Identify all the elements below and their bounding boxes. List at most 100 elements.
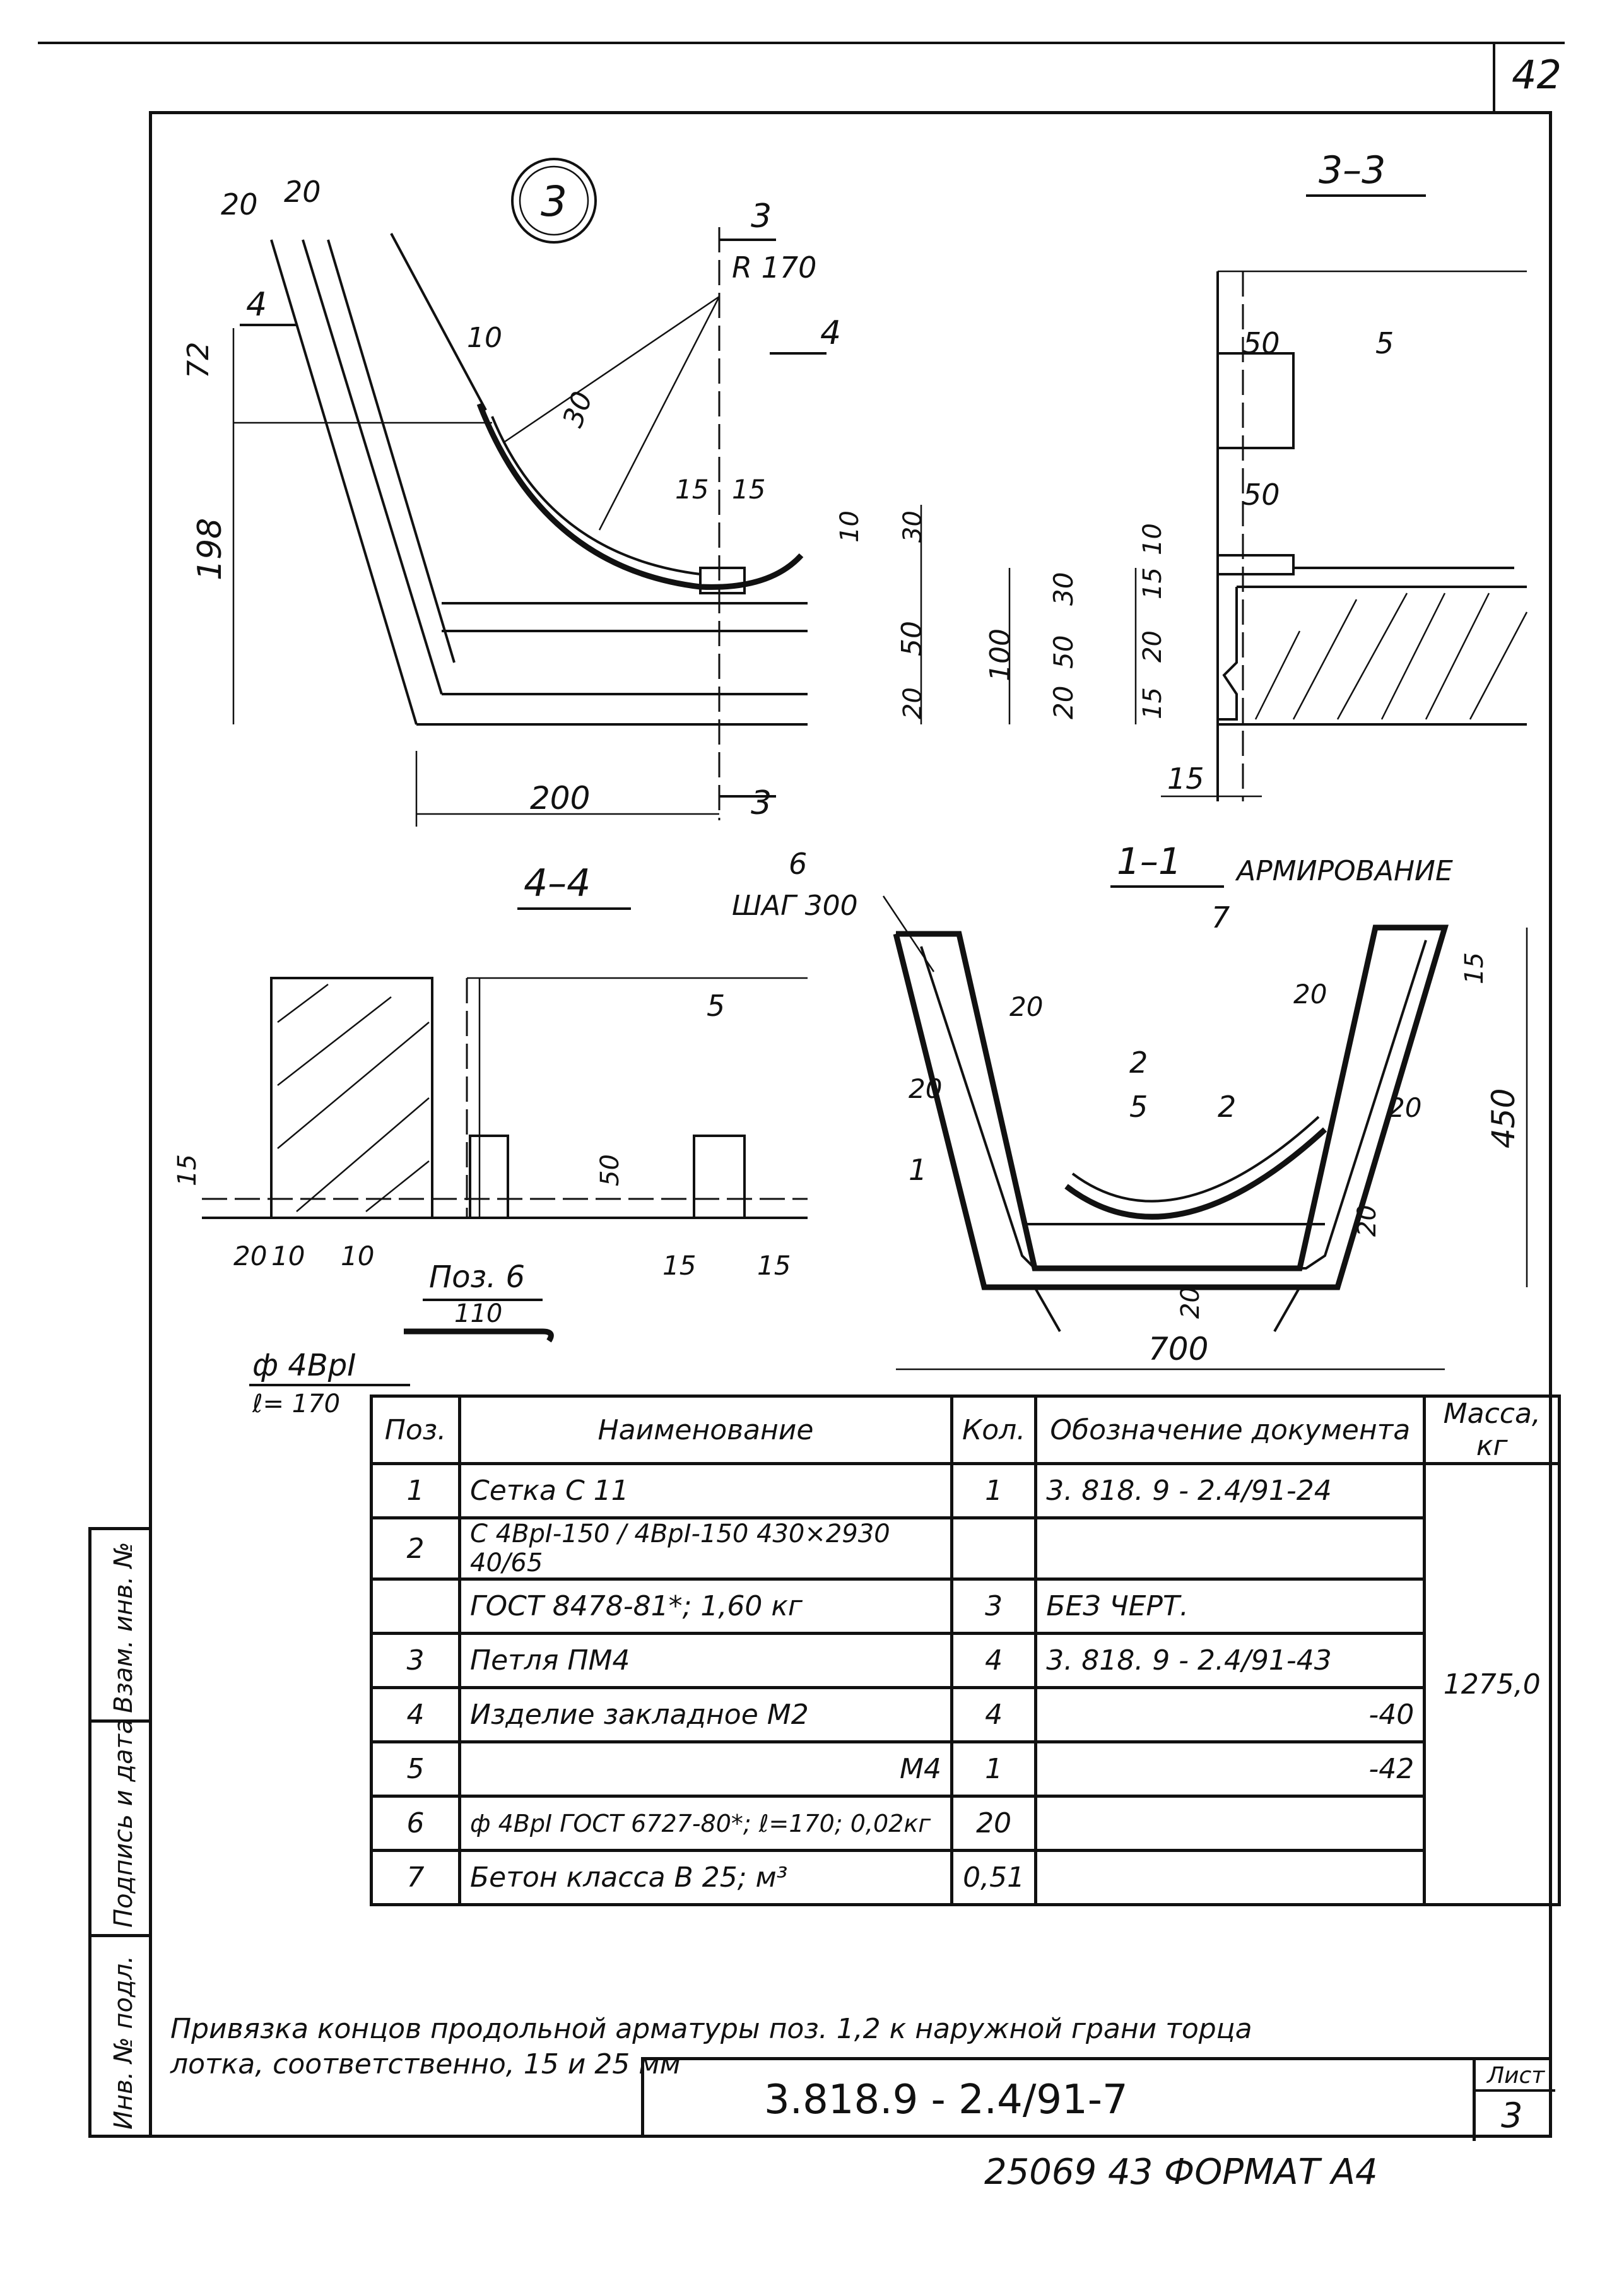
dim-label: 50: [1243, 326, 1280, 360]
rebar-leg-r: [1273, 1287, 1301, 1332]
header-name: Наименование: [458, 1395, 953, 1465]
dim-label: 15: [173, 1154, 202, 1186]
radius-line-2: [504, 295, 720, 443]
cell-pos: 3: [370, 1632, 461, 1689]
section-subtitle: АРМИРОВАНИЕ: [1235, 855, 1453, 887]
dim-label: 15: [1167, 762, 1204, 796]
outer-wall-1: [270, 239, 418, 725]
section-mark: 4: [246, 286, 267, 324]
top-rule: [38, 42, 1565, 44]
main-frame: [149, 111, 1552, 2138]
table-row: ГОСТ 8478-81*; 1,60 кг 3 БЕЗ ЧЕРТ.: [370, 1577, 1560, 1635]
dim-label: 10: [1138, 523, 1167, 555]
cell-qty: 20: [950, 1795, 1038, 1852]
cell-doc: 3. 818. 9 - 2.4/91-43: [1034, 1632, 1427, 1689]
side-field-1: Инв. № подл.: [109, 1955, 138, 2130]
cell-pos: 5: [370, 1740, 461, 1798]
detail-marker-inner: [519, 165, 589, 236]
dim-label: 20: [1353, 1205, 1382, 1237]
callout-label: 1: [909, 1153, 927, 1187]
dim-label: 15: [675, 474, 709, 505]
dim-label: 10: [467, 322, 502, 354]
section-title: 3–3: [1319, 148, 1386, 192]
outer-wall-2: [302, 239, 443, 695]
sheet-box-divider: [1476, 2089, 1555, 2092]
inner-liner: [1064, 1127, 1327, 1220]
dim-label: 50: [896, 621, 928, 656]
sheet-label: Лист: [1487, 2063, 1545, 2089]
detail-marker-outer: [511, 158, 597, 244]
bottom-note: 25069 43 ФОРМАТ А4: [984, 2152, 1378, 2193]
header-pos: Поз.: [370, 1395, 461, 1465]
section-title: 1–1: [1117, 840, 1182, 883]
callout-label: 5: [1375, 326, 1394, 360]
specification-table: Поз. Наименование Кол. Обозначение докум…: [370, 1395, 1562, 1906]
section-1-1-view: 1–1 АРМИРОВАНИЕ 6 ШАГ 300 7 20 20 2 20 5…: [732, 840, 1528, 1371]
dim-label: 10: [341, 1241, 374, 1271]
inner-curve-2: [491, 416, 701, 575]
callout-label: 5: [707, 989, 725, 1023]
section-3-3-view: 3–3 50 5 50 10 15 30 100 20 50 20 15: [984, 148, 1528, 801]
table-row: 5 М4 1 -42: [370, 1740, 1560, 1798]
callout-label: 20: [1293, 979, 1327, 1010]
section-4-4-view: 4–4 5 15 50 20 10 10 15 15 Поз. 6 110 ф …: [173, 861, 808, 1418]
cell-pos: 6: [370, 1795, 461, 1852]
cell-doc: [1034, 1516, 1427, 1581]
pos6-length: ℓ= 170: [252, 1389, 340, 1418]
document-designation: 3.818.9 - 2.4/91-7: [764, 2077, 1128, 2123]
cell-doc: 3. 818. 9 - 2.4/91-24: [1034, 1462, 1427, 1519]
cell-pos: 4: [370, 1686, 461, 1743]
concrete-block: [270, 977, 433, 1219]
trough-outline: [893, 924, 1449, 1290]
cell-qty: 1: [950, 1462, 1038, 1519]
section-mark: 3: [751, 198, 772, 235]
cell-pos: 7: [370, 1849, 461, 1906]
cell-doc: -40: [1034, 1686, 1427, 1743]
sheet-value: 3: [1501, 2096, 1523, 2135]
cell-qty: 4: [950, 1632, 1038, 1689]
dim-label: 15: [1138, 567, 1167, 599]
cell-qty: 4: [950, 1686, 1038, 1743]
dim-label: 30: [898, 510, 927, 543]
dim-label: 10: [835, 510, 864, 543]
dim-label: 200: [530, 780, 590, 817]
cell-doc: БЕЗ ЧЕРТ.: [1034, 1577, 1427, 1635]
callout-label: 20: [909, 1073, 942, 1104]
dim-label: 50: [596, 1154, 625, 1186]
note-line-1: Привязка концов продольной арматуры поз.…: [170, 2013, 1252, 2045]
side-field-2: Подпись и дата: [109, 1718, 138, 1928]
header-doc: Обозначение документа: [1034, 1395, 1427, 1465]
rebar-leg-l: [1033, 1287, 1061, 1332]
dim-label: 20: [1048, 686, 1079, 719]
dim-label: 10: [271, 1241, 305, 1271]
table-row: 3 Петля ПМ4 4 3. 818. 9 - 2.4/91-43: [370, 1632, 1560, 1689]
header-mass: Масса, кг: [1423, 1395, 1562, 1465]
cell-qty: 0,51: [950, 1849, 1038, 1906]
dim-label: 15: [1460, 952, 1489, 984]
dim-label: 20: [1138, 630, 1167, 663]
callout-label: 5: [1129, 1090, 1148, 1124]
dim-label: 30: [1048, 572, 1079, 606]
cell-name: Бетон класса В 25; м³: [458, 1849, 953, 1906]
dim-label: 30: [556, 387, 599, 432]
leader-6: [882, 895, 935, 972]
radius-line-1: [598, 296, 721, 531]
dim-label: 15: [757, 1250, 791, 1281]
dim-label: 20: [233, 1241, 267, 1271]
callout-label: 20: [1009, 991, 1043, 1022]
dim-label: 15: [1138, 687, 1167, 719]
table-row: 6 ф 4ВрI ГОСТ 6727-80*; ℓ=170; 0,02кг 20: [370, 1795, 1560, 1852]
cell-qty: [950, 1516, 1038, 1581]
side-strip-divider: [91, 1934, 152, 1937]
side-field-3: Взам. инв. №: [109, 1542, 138, 1713]
pos6-dim: 110: [454, 1299, 502, 1328]
dim-label: 198: [191, 518, 229, 581]
cell-doc: [1034, 1795, 1427, 1852]
profile: [1218, 587, 1238, 721]
cell-pos: 2: [370, 1516, 461, 1581]
radius-label: R 170: [732, 251, 816, 285]
callout-label: ШАГ 300: [732, 890, 858, 922]
embedded-plate: [1216, 352, 1295, 449]
section-mark: 4: [820, 314, 841, 352]
